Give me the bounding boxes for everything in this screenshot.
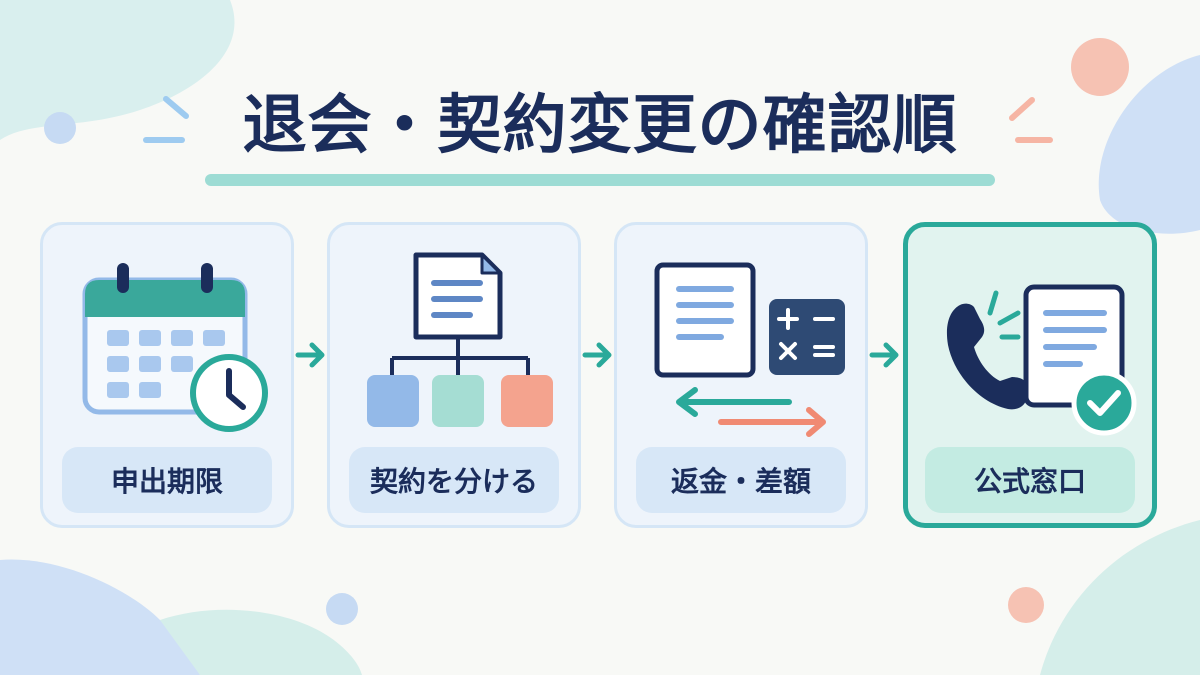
document-split-icon bbox=[367, 252, 553, 427]
blob-top-left bbox=[0, 0, 235, 140]
blob-bottom-left-teal bbox=[160, 609, 362, 675]
refund-calculator-icon bbox=[654, 262, 845, 437]
step-card-deadline: 申出期限 bbox=[40, 222, 294, 528]
blob-right bbox=[1098, 55, 1200, 234]
phone-document-check-icon bbox=[946, 284, 1137, 436]
step-label-split-contract: 契約を分ける bbox=[349, 447, 559, 513]
step-label-refund: 返金・差額 bbox=[636, 447, 846, 513]
step-label-official-contact: 公式窓口 bbox=[925, 447, 1135, 513]
sparkle-left bbox=[143, 96, 189, 143]
arrow-right-icon bbox=[869, 342, 899, 368]
step-card-official-contact: 公式窓口 bbox=[903, 222, 1157, 528]
arrow-right-icon bbox=[582, 342, 612, 368]
dot-coral-top-right bbox=[1071, 38, 1129, 96]
page-title: 退会・契約変更の確認順 bbox=[242, 89, 958, 163]
dot-blue-bottom bbox=[326, 593, 358, 625]
step-label-deadline: 申出期限 bbox=[62, 447, 272, 513]
dot-coral-bottom-right bbox=[1008, 587, 1044, 623]
dot-blue-left bbox=[44, 112, 76, 144]
title-underline bbox=[205, 174, 995, 186]
arrow-right-icon bbox=[295, 342, 325, 368]
step-card-refund: 返金・差額 bbox=[614, 222, 868, 528]
calendar-clock-icon bbox=[82, 263, 268, 432]
sparkle-right bbox=[1009, 97, 1053, 143]
blob-bottom-left bbox=[0, 559, 200, 675]
step-card-split-contract: 契約を分ける bbox=[327, 222, 581, 528]
blob-bottom-right bbox=[1040, 520, 1200, 675]
